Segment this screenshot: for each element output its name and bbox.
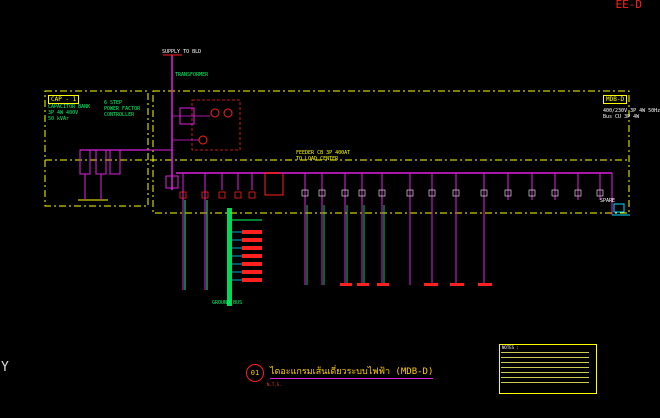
mdb-spec-label: 400/230V 3P 4W 50Hz Bus CU 3P 4W	[603, 108, 660, 120]
drawing-canvas[interactable]	[0, 0, 644, 418]
transformer-label: TRANSFORMER	[175, 72, 209, 78]
mdb-enclosure	[152, 90, 630, 214]
pfc-label: 6 STEP POWER FACTOR CONTROLLER	[104, 100, 141, 118]
notes-line	[501, 357, 589, 359]
drawing-title-block: 01 ไดอะแกรมเส้นเดี่ยวระบบไฟฟ้า (MDB-D)	[246, 364, 434, 382]
ground-leads	[232, 231, 242, 281]
ground-bus	[227, 208, 232, 306]
load-terminals	[340, 283, 492, 286]
notes-box	[499, 344, 597, 394]
meter-icon	[210, 108, 220, 118]
metering-box	[191, 99, 241, 151]
cap-enclosure	[44, 90, 149, 207]
spare-breaker	[613, 203, 625, 213]
notes-line	[501, 352, 589, 354]
notes-heading: NOTES :	[502, 345, 519, 350]
right-feeders	[304, 173, 601, 285]
cap-unit-1	[79, 149, 91, 175]
main-breaker	[165, 175, 179, 189]
cap-unit-3	[109, 149, 121, 175]
notes-line	[501, 382, 589, 384]
drawing-number: 01	[246, 364, 264, 382]
notes-line	[501, 367, 589, 369]
ground-bus-label: GROUND BUS	[212, 300, 243, 306]
feeder-label: FEEDER CB 3P 400AT TO LOAD CENTER	[296, 150, 351, 162]
supply-label: SUPPLY TO BLD	[162, 49, 202, 55]
notes-line	[501, 372, 589, 374]
ucs-icon: Y	[1, 360, 9, 375]
cap-spec-label: CAPACITOR BANK 3P 4W 400V 50 kVAr	[48, 104, 91, 122]
left-feeder-cables	[184, 200, 208, 290]
ground-terminals	[242, 230, 262, 282]
notes-line	[501, 362, 589, 364]
right-feeder-cables	[306, 205, 385, 285]
mdb-panel-tag: MDB-D	[603, 95, 628, 104]
left-feeder-breakers	[179, 191, 256, 199]
spare-label: SPARE	[600, 198, 616, 204]
cap-panel-tag: CAP - 1	[48, 95, 80, 104]
cap-unit-2	[95, 149, 107, 175]
right-feeder-breakers	[301, 189, 604, 197]
drawing-scale: N.T.S.	[267, 382, 282, 387]
meter-icon-3	[198, 135, 208, 145]
bus-link	[264, 173, 284, 196]
meter-icon-2	[223, 108, 233, 118]
sheet-id: EE-D	[615, 0, 643, 11]
drawing-title: ไดอะแกรมเส้นเดี่ยวระบบไฟฟ้า (MDB-D)	[270, 367, 434, 379]
left-feeders	[182, 173, 253, 290]
notes-line	[501, 377, 589, 379]
